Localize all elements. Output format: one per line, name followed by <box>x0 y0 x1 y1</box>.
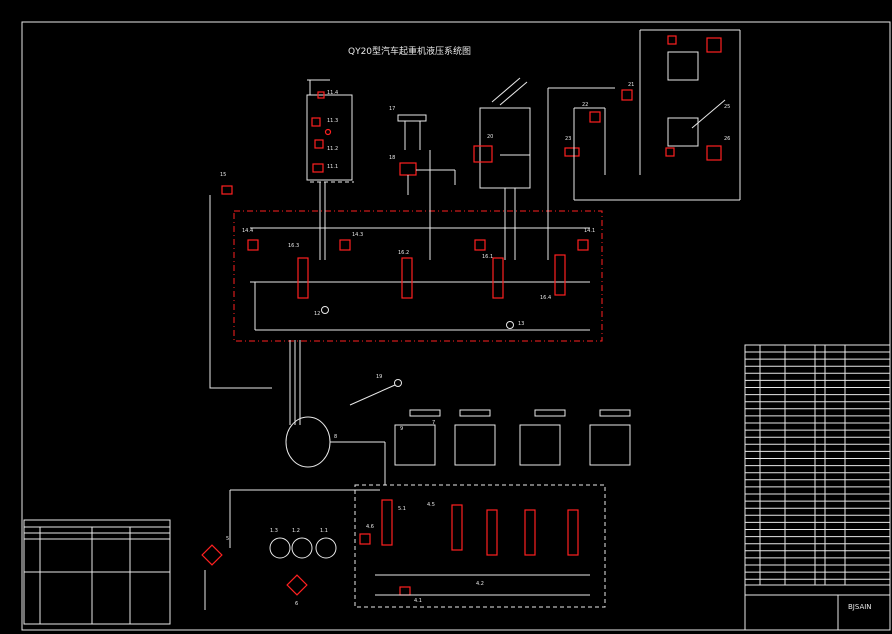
drawing-title: QY20型汽车起重机液压系统图 <box>348 45 471 57</box>
label-20: 20 <box>487 134 493 140</box>
label-7: 7 <box>432 420 435 426</box>
relief-valve-15 <box>221 185 233 195</box>
label-25: 25 <box>724 104 730 110</box>
label-26: 26 <box>724 136 730 142</box>
telescoping-circuit: 17 18 <box>389 106 456 260</box>
luffing-circuit: 11.4 11.3 11.2 11.1 <box>306 79 354 260</box>
outrigger-valve-group-boundary <box>354 484 606 608</box>
label-12: 12 <box>314 311 320 317</box>
outrigger-valves: 5.1 4.5 4.6 4.2 4.1 <box>359 499 590 604</box>
label-16-1: 16.1 <box>482 254 493 260</box>
label-21: 21 <box>628 82 634 88</box>
label-14-4: 14.4 <box>242 228 253 234</box>
label-1-1: 1.1 <box>320 528 328 534</box>
main-valve-group-boundary <box>233 210 603 342</box>
center-swivel: 19 8 <box>285 340 402 485</box>
parameter-table <box>23 519 171 625</box>
label-16-2: 16.2 <box>398 250 409 256</box>
label-17: 17 <box>389 106 395 112</box>
label-4-1: 4.1 <box>414 598 422 604</box>
winch-drums: 25 26 <box>639 29 741 200</box>
label-11-2: 11.2 <box>327 146 338 152</box>
label-1-3: 1.3 <box>270 528 278 534</box>
label-11-1: 11.1 <box>327 164 338 170</box>
main-valves: 14.4 14.3 16.3 16.2 16.1 14.1 16.4 12 13 <box>242 227 595 331</box>
label-5-1: 5.1 <box>398 506 406 512</box>
label-13: 13 <box>518 321 524 327</box>
label-1-2: 1.2 <box>292 528 300 534</box>
label-8: 8 <box>334 434 337 440</box>
label-16-3: 16.3 <box>288 243 299 249</box>
label-19: 19 <box>376 374 382 380</box>
label-16-4: 16.4 <box>540 295 551 301</box>
label-6: 6 <box>295 601 298 607</box>
drawing-border <box>21 21 891 631</box>
pump-group: 1.3 1.2 1.1 5 6 <box>201 489 380 610</box>
outrigger-cylinders: 9 7 <box>394 409 631 466</box>
boom-circuit: 20 <box>473 77 531 260</box>
label-15: 15 <box>220 172 226 178</box>
label-14-1: 14.1 <box>584 228 595 234</box>
label-4-5: 4.5 <box>427 502 435 508</box>
label-5: 5 <box>226 536 229 542</box>
label-4-2: 4.2 <box>476 581 484 587</box>
label-9: 9 <box>400 426 403 432</box>
label-23: 23 <box>565 136 571 142</box>
label-4-6: 4.6 <box>366 524 374 530</box>
drawing-stamp: BJSAIN <box>848 603 872 611</box>
label-14-3: 14.3 <box>352 232 363 238</box>
winch-circuit: 22 23 21 <box>547 82 740 260</box>
label-11-3: 11.3 <box>327 118 338 124</box>
parts-list: BJSAIN <box>744 344 891 631</box>
label-11-4: 11.4 <box>327 90 338 96</box>
label-22: 22 <box>582 102 588 108</box>
label-18: 18 <box>389 155 395 161</box>
